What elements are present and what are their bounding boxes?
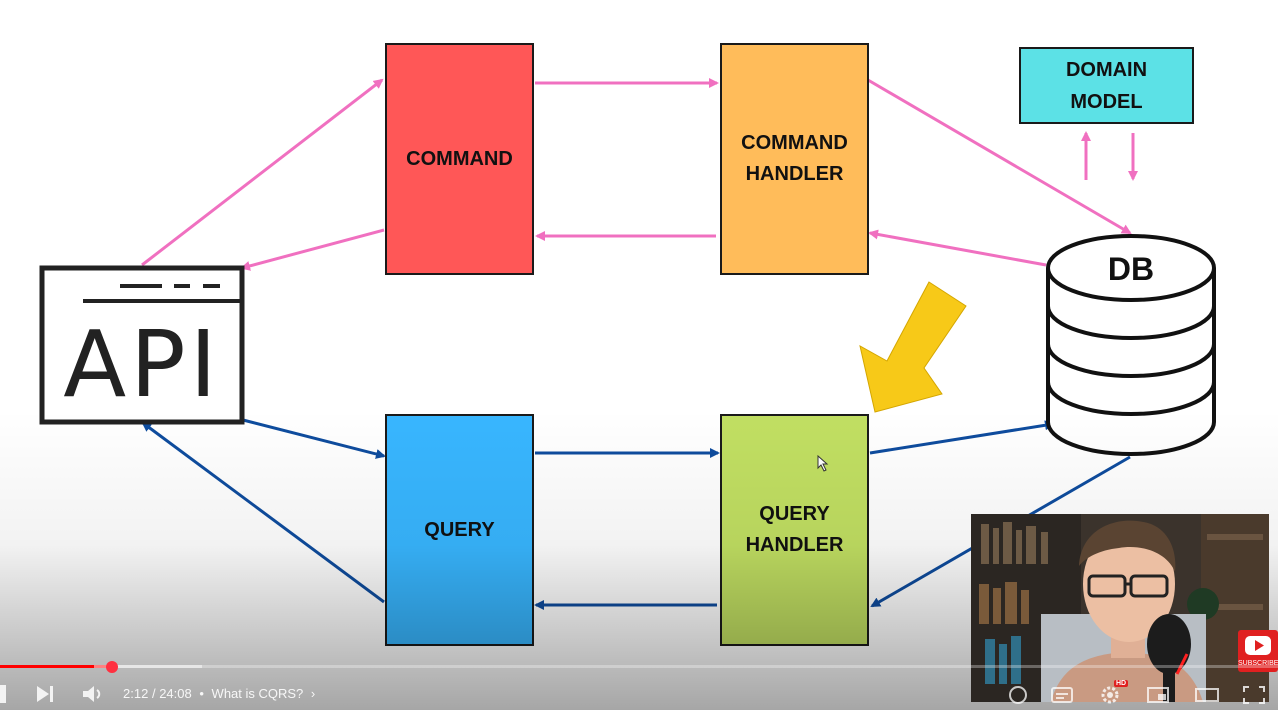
arrow-db-to-handler bbox=[868, 229, 1047, 267]
arrow-handler-to-db bbox=[867, 78, 1132, 235]
presenter-image bbox=[971, 514, 1269, 702]
query-label: QUERY bbox=[424, 518, 495, 541]
settings-button[interactable]: HD bbox=[1098, 680, 1129, 711]
next-button[interactable] bbox=[36, 685, 56, 708]
fullscreen-button[interactable] bbox=[1242, 685, 1266, 710]
command-handler-box: COMMAND HANDLER bbox=[720, 43, 869, 275]
query-handler-box: QUERY HANDLER bbox=[720, 414, 869, 646]
domain-model-label-line1: DOMAIN bbox=[1065, 58, 1148, 81]
hd-badge: HD bbox=[1114, 680, 1129, 687]
subscribe-label: SUBSCRIBE bbox=[1238, 660, 1278, 667]
api-window-icon: API bbox=[39, 265, 245, 425]
database-icon: DB bbox=[1046, 234, 1216, 456]
arrow-api-to-query bbox=[242, 418, 386, 459]
youtube-play-icon bbox=[1245, 636, 1271, 655]
chevron-right-icon[interactable]: › bbox=[310, 686, 316, 701]
subscribe-watermark[interactable]: SUBSCRIBE bbox=[1238, 630, 1278, 672]
play-button[interactable] bbox=[0, 685, 8, 703]
skip-next-icon bbox=[37, 686, 53, 702]
time-display: 2:12 / 24:08 • What is CQRS? › bbox=[123, 686, 315, 701]
query-box: QUERY bbox=[385, 414, 534, 646]
presenter-webcam bbox=[971, 514, 1269, 702]
progress-track[interactable] bbox=[0, 665, 1278, 668]
subtitles-button[interactable] bbox=[1050, 685, 1074, 710]
volume-button[interactable] bbox=[82, 684, 104, 709]
arrow-api-to-command bbox=[141, 78, 384, 267]
command-label: COMMAND bbox=[406, 147, 513, 170]
theater-button[interactable] bbox=[1194, 685, 1220, 710]
arrow-command-to-api bbox=[240, 228, 385, 271]
arrow-handler-to-db bbox=[869, 420, 1055, 455]
miniplayer-button[interactable] bbox=[1146, 685, 1170, 710]
command-box: COMMAND bbox=[385, 43, 534, 275]
time-current: 2:12 bbox=[123, 686, 149, 701]
mouse-cursor-icon bbox=[817, 455, 829, 472]
gear-icon bbox=[1101, 686, 1119, 704]
command-handler-label-line2: HANDLER bbox=[745, 163, 844, 185]
autoplay-icon bbox=[1009, 686, 1027, 704]
arrow-query-to-api bbox=[141, 421, 385, 604]
progress-played bbox=[0, 665, 112, 668]
pause-icon bbox=[0, 685, 6, 703]
time-separator: / bbox=[151, 686, 156, 701]
player-controls: 2:12 / 24:08 • What is CQRS? › HD bbox=[0, 655, 1278, 710]
domain-model-label-line2: MODEL bbox=[1070, 90, 1143, 113]
theater-icon bbox=[1195, 688, 1219, 702]
progress-buffered bbox=[94, 665, 202, 668]
miniplayer-icon bbox=[1147, 687, 1169, 703]
query-handler-label-line2: HANDLER bbox=[745, 534, 844, 556]
chapter-title[interactable]: What is CQRS? bbox=[211, 686, 304, 701]
time-total: 24:08 bbox=[159, 686, 192, 701]
command-handler-label-line1: COMMAND bbox=[741, 132, 848, 154]
domain-model-box: DOMAIN MODEL bbox=[1019, 47, 1194, 124]
fullscreen-icon bbox=[1243, 686, 1265, 704]
autoplay-toggle[interactable] bbox=[1006, 685, 1030, 710]
subtitles-icon bbox=[1051, 687, 1073, 703]
progress-scrubber[interactable] bbox=[106, 661, 118, 673]
highlight-arrow-icon bbox=[859, 281, 967, 413]
query-handler-label-line1: QUERY bbox=[759, 503, 830, 525]
volume-icon bbox=[83, 686, 101, 702]
chapter-separator: • bbox=[199, 686, 204, 701]
api-label: API bbox=[63, 311, 221, 418]
db-label: DB bbox=[1108, 251, 1154, 287]
